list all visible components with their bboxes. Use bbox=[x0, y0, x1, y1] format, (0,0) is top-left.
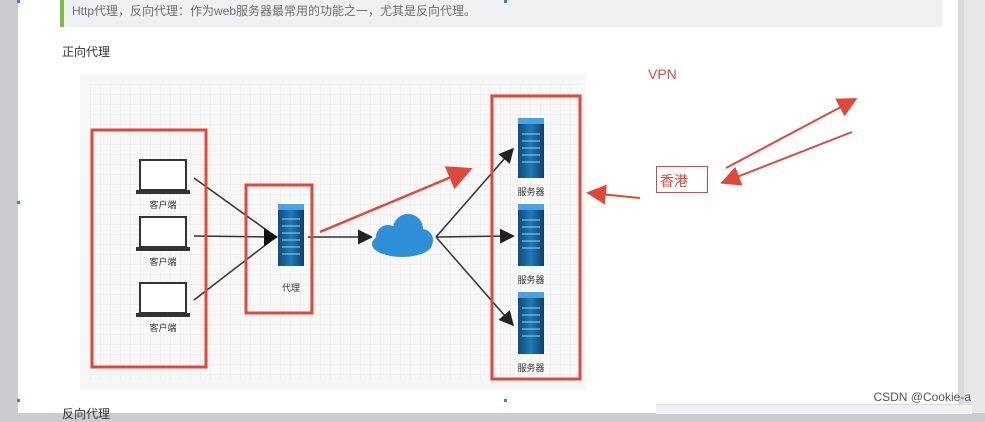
proxy-highlight-box bbox=[244, 183, 314, 315]
client-label-2: 客户端 bbox=[149, 256, 176, 267]
cloud-server-link-3 bbox=[435, 236, 514, 327]
client-laptop-3: 客户端 bbox=[136, 282, 190, 333]
proxy-server-icon: 代理 bbox=[278, 204, 304, 293]
servers-highlight-box bbox=[490, 94, 582, 381]
hongkong-box: 香港 bbox=[656, 166, 708, 193]
server-label-2: 服务器 bbox=[517, 274, 544, 285]
server-label-3: 服务器 bbox=[517, 362, 544, 373]
right-scroll-panel[interactable] bbox=[958, 0, 985, 413]
selection-handle-tl[interactable] bbox=[17, 0, 20, 3]
hongkong-label: 香港 bbox=[660, 173, 688, 189]
reverse-proxy-title: 反向代理 bbox=[62, 407, 111, 421]
client-laptop-2: 客户端 bbox=[136, 216, 190, 267]
selection-handle-bc[interactable] bbox=[504, 399, 507, 402]
proxy-label: 代理 bbox=[282, 283, 300, 293]
server-label-1: 服务器 bbox=[517, 186, 544, 197]
server-icon-3: 服务器 bbox=[517, 292, 545, 373]
client-label-3: 客户端 bbox=[149, 322, 176, 333]
selection-handle-ml[interactable] bbox=[17, 201, 20, 204]
document-page: Http代理，反向代理：作为web服务器最常用的功能之一，尤其是反向代理。 正向… bbox=[18, 0, 958, 421]
client-laptop-1: 客户端 bbox=[136, 159, 190, 210]
forward-proxy-diagram: 客户端 客户端 客户端 bbox=[80, 74, 586, 390]
red-annotation-arrow bbox=[319, 166, 473, 234]
bottom-toolbar[interactable] bbox=[656, 404, 972, 414]
clients-highlight-box bbox=[90, 128, 208, 369]
cloud-server-link-2 bbox=[435, 228, 515, 244]
proxy-arrowhead bbox=[264, 228, 278, 246]
forward-proxy-title: 正向代理 bbox=[62, 45, 111, 59]
internet-cloud-icon bbox=[372, 214, 433, 257]
csdn-watermark: CSDN @Cookie-a bbox=[873, 390, 971, 404]
intro-quote-text: Http代理，反向代理：作为web服务器最常用的功能之一，尤其是反向代理。 bbox=[72, 4, 477, 18]
cloud-server-link-1 bbox=[435, 147, 514, 238]
client-label-1: 客户端 bbox=[149, 199, 176, 210]
selection-handle-bl[interactable] bbox=[17, 399, 20, 402]
intro-quote: Http代理，反向代理：作为web服务器最常用的功能之一，尤其是反向代理。 bbox=[60, 0, 942, 27]
server-icon-2: 服务器 bbox=[517, 204, 545, 285]
vpn-label: VPN bbox=[648, 66, 677, 82]
selection-handle-tc[interactable] bbox=[504, 0, 507, 3]
server-icon-1: 服务器 bbox=[517, 118, 545, 197]
